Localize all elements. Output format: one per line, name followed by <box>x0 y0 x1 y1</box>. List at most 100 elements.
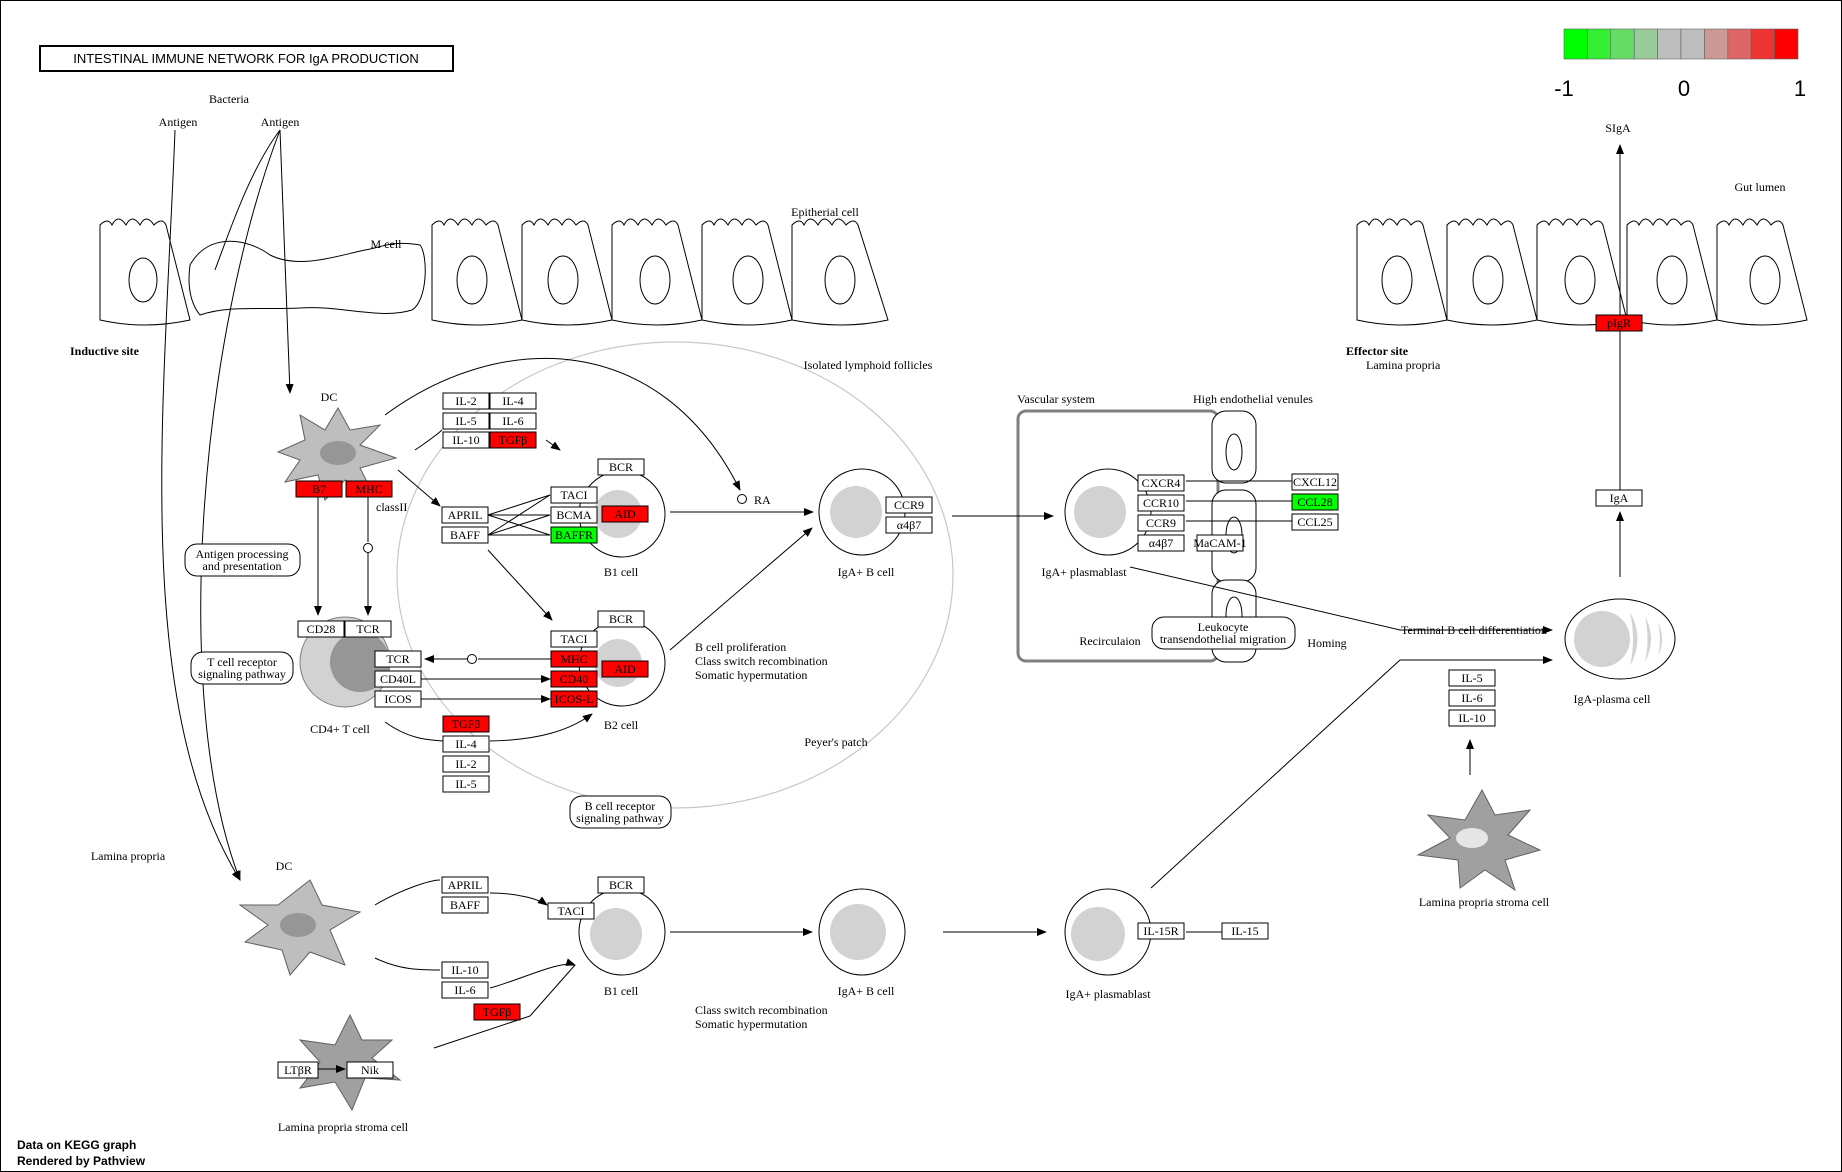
gene-box-ccr9-a[interactable]: CCR9 <box>885 496 933 514</box>
gene-label: IL-4 <box>502 394 523 408</box>
gene-box-tgfb-a[interactable]: TGFβ <box>489 431 537 449</box>
pathway-bcr-signaling[interactable]: B cell receptor signaling pathway <box>569 795 672 829</box>
gene-box-bcr-c[interactable]: BCR <box>597 876 645 894</box>
gene-box-fill <box>601 505 649 523</box>
pathway-tcr-signaling[interactable]: T cell receptor signaling pathway <box>190 651 294 685</box>
gene-box-il5-a[interactable]: IL-5 <box>442 412 490 430</box>
gene-label: IL-15R <box>1143 924 1178 938</box>
gene-box-cd28[interactable]: CD28 <box>297 620 345 638</box>
gene-label: CXCL12 <box>1293 475 1337 489</box>
gene-box-cxcl12[interactable]: CXCL12 <box>1291 473 1339 491</box>
gene-box-b7[interactable]: B7 <box>295 480 343 498</box>
gene-box-fill <box>597 610 645 628</box>
gene-box-fill <box>601 660 649 678</box>
b1-cell-bottom <box>578 888 666 976</box>
gene-box-baff-a[interactable]: BAFF <box>441 526 489 544</box>
gene-box-il6-c[interactable]: IL-6 <box>1448 689 1496 707</box>
gene-box-fill <box>441 876 489 894</box>
gene-label: TGFβ <box>499 433 528 447</box>
gene-box-il2-a[interactable]: IL-2 <box>442 392 490 410</box>
gene-box-il5-c[interactable]: IL-5 <box>1448 669 1496 687</box>
gene-box-il4-b[interactable]: IL-4 <box>442 735 490 753</box>
gene-box-ccr9-b[interactable]: CCR9 <box>1137 514 1185 532</box>
gene-label: TACI <box>557 904 584 918</box>
gene-box-icosl[interactable]: ICOS-L <box>550 690 598 708</box>
label-iga-b-cell-bottom: IgA+ B cell <box>838 984 895 998</box>
gene-box-nik[interactable]: Nik <box>346 1061 394 1079</box>
gene-label: IL-5 <box>1461 671 1482 685</box>
gene-box-aid-a[interactable]: AID <box>601 505 649 523</box>
label-antigen-1: Antigen <box>159 115 198 129</box>
gene-box-madcam[interactable]: MaCAM-1 <box>1193 534 1247 552</box>
gene-label: MHC <box>560 652 587 666</box>
gene-box-iga[interactable]: IgA <box>1595 489 1643 507</box>
gene-box-cxcr4[interactable]: CXCR4 <box>1137 474 1185 492</box>
pathway-antigen-processing[interactable]: Antigen processing and presentation <box>184 543 301 577</box>
gene-box-il10-b[interactable]: IL-10 <box>441 961 489 979</box>
gene-box-il2-b[interactable]: IL-2 <box>442 755 490 773</box>
gene-box-il5-b[interactable]: IL-5 <box>442 775 490 793</box>
gene-box-il15r[interactable]: IL-15R <box>1137 922 1185 940</box>
gene-label: CD28 <box>307 622 336 636</box>
gene-label: TCR <box>386 652 409 666</box>
gene-box-a4b7-a[interactable]: α4β7 <box>885 516 933 534</box>
gene-box-taci-c[interactable]: TACI <box>547 902 595 920</box>
gene-box-ltbr[interactable]: LTβR <box>277 1061 319 1079</box>
gene-box-tgfb-c[interactable]: TGFβ <box>473 1003 521 1021</box>
gene-box-fill <box>442 775 490 793</box>
gene-box-tcr-a[interactable]: TCR <box>344 620 392 638</box>
gene-box-ccl28[interactable]: CCL28 <box>1291 493 1339 511</box>
gene-box-cd40l[interactable]: CD40L <box>374 670 422 688</box>
color-legend: -1 0 1 <box>1554 28 1806 101</box>
gene-box-fill <box>885 516 933 534</box>
gene-box-fill <box>297 620 345 638</box>
gene-box-cd40[interactable]: CD40 <box>550 670 598 688</box>
legend-swatch <box>1610 28 1635 60</box>
gene-box-april-b[interactable]: APRIL <box>441 876 489 894</box>
gene-box-ccr10[interactable]: CCR10 <box>1137 494 1185 512</box>
iga-plasmablast-top <box>1064 468 1152 556</box>
gene-box-il6-b[interactable]: IL-6 <box>441 981 489 999</box>
pathway-leukocyte-migration[interactable]: Leukocyte transendothelial migration <box>1151 616 1296 650</box>
gene-box-tgfb-b[interactable]: TGFβ <box>442 715 490 733</box>
pathway-label: transendothelial migration <box>1160 632 1286 646</box>
gene-box-taci-a[interactable]: TACI <box>550 486 598 504</box>
legend-swatch <box>1680 28 1705 60</box>
gene-box-fill <box>374 690 422 708</box>
pathway-label: T cell receptor <box>207 655 277 669</box>
gene-label: B7 <box>312 482 326 496</box>
gene-box-il10-a[interactable]: IL-10 <box>442 431 490 449</box>
gene-box-il10-c[interactable]: IL-10 <box>1448 709 1496 727</box>
label-m-cell: M cell <box>371 237 403 251</box>
gene-box-pigr[interactable]: pIgR <box>1595 314 1643 332</box>
gene-label: IL-10 <box>1458 711 1485 725</box>
gene-box-aid-b[interactable]: AID <box>601 660 649 678</box>
connectors <box>161 129 1624 1073</box>
gene-box-fill <box>441 961 489 979</box>
label-isolated-follicles: Isolated lymphoid follicles <box>804 358 933 372</box>
gene-box-ccl25[interactable]: CCL25 <box>1291 513 1339 531</box>
gene-box-april-a[interactable]: APRIL <box>441 506 489 524</box>
gene-box-bcr-b[interactable]: BCR <box>597 610 645 628</box>
gene-box-bcr-a[interactable]: BCR <box>597 458 645 476</box>
dc-bottom-cell <box>238 879 362 976</box>
gene-label: BAFF <box>450 528 480 542</box>
gene-box-baffr[interactable]: BAFFR <box>550 526 598 544</box>
gene-box-icos[interactable]: ICOS <box>374 690 422 708</box>
gene-box-fill <box>442 431 490 449</box>
gene-box-il4-a[interactable]: IL-4 <box>489 392 537 410</box>
gene-box-tcr-b[interactable]: TCR <box>374 650 422 668</box>
gene-box-bcma[interactable]: BCMA <box>550 506 598 524</box>
gene-label: IL-5 <box>455 414 476 428</box>
gene-box-taci-b[interactable]: TACI <box>550 630 598 648</box>
gene-box-mhc-a[interactable]: MHC <box>345 480 393 498</box>
gene-box-il15[interactable]: IL-15 <box>1221 922 1269 940</box>
gene-box-il6-a[interactable]: IL-6 <box>489 412 537 430</box>
gene-box-fill <box>295 480 343 498</box>
gene-box-mhc-b[interactable]: MHC <box>550 650 598 668</box>
gene-label: IL-6 <box>1461 691 1482 705</box>
gene-box-a4b7-b[interactable]: α4β7 <box>1137 534 1185 552</box>
gene-box-baff-b[interactable]: BAFF <box>441 896 489 914</box>
gene-box-fill <box>442 735 490 753</box>
pathway-label: and presentation <box>203 559 282 573</box>
